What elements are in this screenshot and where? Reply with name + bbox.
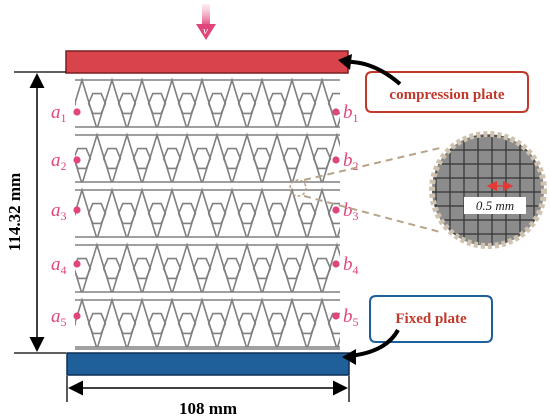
lattice-triangle: [201, 132, 233, 183]
point-a5-label: a5: [51, 306, 67, 329]
lattice-triangle: [75, 187, 98, 238]
point-b1-label: b1: [343, 102, 359, 125]
fixed-callout-arrowhead: [342, 349, 356, 365]
velocity-symbol: v: [203, 25, 208, 37]
compression-plate-label: compression plate: [389, 87, 504, 103]
lattice-triangle: [261, 132, 293, 183]
zoom-guide-bottom: [303, 195, 441, 233]
point-a5-dot: [73, 312, 81, 320]
lattice-triangle: [96, 187, 128, 238]
lattice-triangle: [186, 187, 218, 238]
lattice-triangle: [96, 77, 128, 128]
lattice-triangle: [171, 242, 203, 293]
lattice-triangle: [321, 132, 340, 183]
lattice-triangle: [216, 297, 248, 348]
load-arrow: [196, 4, 216, 40]
point-a4-dot: [73, 260, 81, 268]
point-a3-label: a3: [51, 200, 67, 223]
lattice-triangle: [246, 77, 278, 128]
lattice-triangle: [306, 297, 338, 348]
fixed-plate-label: Fixed plate: [395, 311, 467, 327]
point-b4-dot: [332, 260, 340, 268]
point-a1-dot: [73, 108, 81, 116]
lattice-triangle: [111, 242, 143, 293]
lattice-triangle: [276, 297, 308, 348]
lattice-structure: [75, 77, 421, 350]
lattice-triangle: [231, 242, 263, 293]
lattice-hexagon: [404, 149, 421, 169]
lattice-triangle: [291, 132, 323, 183]
lattice-triangle: [126, 297, 158, 348]
lattice-triangle: [126, 187, 158, 238]
lattice-triangle: [231, 132, 263, 183]
point-b2-dot: [332, 156, 340, 164]
lattice-triangle: [171, 132, 203, 183]
lattice-triangle: [81, 242, 113, 293]
compression-plate: [65, 50, 349, 74]
mesh-size-label: 0.5 mm: [476, 198, 514, 213]
lattice-triangle: [75, 297, 98, 348]
lattice-triangle: [216, 77, 248, 128]
point-b5-dot: [332, 312, 340, 320]
lattice-triangle: [306, 77, 338, 128]
lattice-triangle: [291, 242, 323, 293]
lattice-triangle: [186, 77, 218, 128]
lattice-triangle: [126, 77, 158, 128]
lattice-triangle: [306, 187, 338, 238]
lattice-triangle: [276, 77, 308, 128]
lattice-hexagon: [327, 312, 340, 335]
point-b5-label: b5: [343, 306, 359, 329]
lattice-triangle: [156, 77, 188, 128]
lattice-hexagon: [404, 259, 421, 279]
point-a1-label: a1: [51, 102, 67, 125]
height-label: 114.32 mm: [5, 173, 24, 251]
lattice-hexagon: [374, 259, 391, 279]
zoom-circle-border: [429, 131, 547, 249]
lattice-triangle: [383, 135, 412, 182]
point-b3-dot: [332, 206, 340, 214]
point-b1-dot: [332, 108, 340, 116]
point-b3-label: b3: [343, 200, 359, 223]
point-a2-label: a2: [51, 150, 67, 173]
lattice-triangle: [141, 242, 173, 293]
compression-callout-box: [365, 71, 529, 113]
point-b4-label: b4: [343, 254, 359, 277]
compression-callout-arrowhead: [338, 54, 352, 70]
lattice-triangle: [216, 187, 248, 238]
point-a4-label: a4: [51, 254, 67, 277]
lattice-triangle: [81, 132, 113, 183]
lattice-triangle: [156, 297, 188, 348]
fixed-plate: [66, 352, 350, 376]
lattice-triangle: [261, 242, 293, 293]
width-label: 108 mm: [179, 399, 237, 418]
lattice-triangle: [246, 187, 278, 238]
lattice-triangle: [141, 132, 173, 183]
point-a3-dot: [73, 206, 81, 214]
lattice-triangle: [186, 297, 218, 348]
point-a2-dot: [73, 156, 81, 164]
lattice-triangle: [276, 187, 308, 238]
lattice-triangle: [246, 297, 278, 348]
mesh-size-label-bg: [464, 197, 526, 214]
lattice-triangle: [96, 297, 128, 348]
lattice-triangle: [156, 187, 188, 238]
lattice-triangle: [111, 132, 143, 183]
zoom-source-marker: [289, 179, 307, 197]
lattice-triangle: [75, 77, 98, 128]
fixed-callout-box: [369, 295, 493, 343]
lattice-triangle: [368, 190, 397, 237]
lattice-triangle: [321, 242, 340, 293]
lattice-triangle: [201, 242, 233, 293]
lattice-triangle: [383, 245, 412, 292]
lattice-hexagon: [374, 149, 391, 169]
